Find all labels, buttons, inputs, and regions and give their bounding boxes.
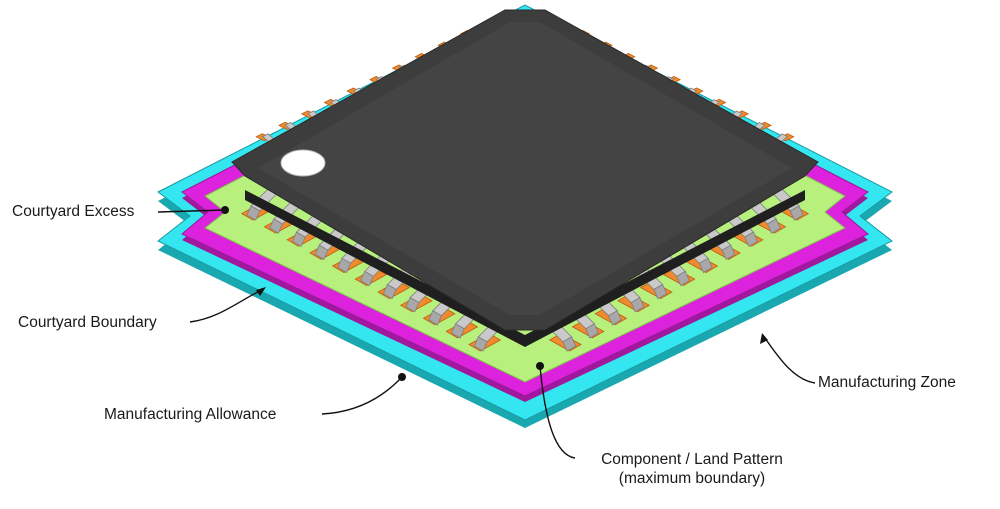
callout-line-courtyard-excess: [157, 209, 226, 213]
callout-arrow-courtyard-boundary: [256, 287, 266, 296]
component-lead-foot: [291, 231, 306, 247]
component-lead-foot: [314, 244, 329, 260]
component-lead-foot: [405, 297, 420, 313]
component-lead-foot: [382, 283, 397, 300]
component-lead-foot: [562, 336, 577, 352]
callout-dot-courtyard-excess: [221, 206, 229, 214]
component-lead-foot: [451, 323, 465, 339]
label-manufacturing-allowance: Manufacturing Allowance: [104, 406, 277, 423]
component-lead-foot: [630, 297, 645, 313]
component-lead-foot: [473, 336, 488, 352]
component-lead-foot: [653, 283, 668, 300]
pin1-marker-dot: [280, 149, 326, 177]
component-lead-foot: [721, 244, 736, 260]
callout-line-manufacturing-zone: [764, 337, 816, 384]
component-lead-foot: [744, 231, 759, 247]
callout-dot-land-pattern: [536, 362, 544, 370]
component-lead-foot: [767, 218, 781, 234]
component-lead-foot: [676, 270, 690, 287]
component-lead-foot: [269, 218, 283, 234]
callout-dot-manufacturing-allowance: [398, 373, 406, 381]
callout-arrow-manufacturing-zone: [760, 333, 768, 344]
callout-line-courtyard-boundary: [189, 289, 263, 323]
component-lead-foot: [337, 257, 352, 274]
label-land-pattern: Component / Land Pattern (maximum bounda…: [578, 450, 806, 488]
label-land-pattern-line1: Component / Land Pattern: [601, 451, 783, 468]
callout-markers: [221, 206, 768, 381]
component-lead-foot: [246, 205, 261, 221]
component-lead-foot: [585, 323, 599, 339]
component-lead-foot: [607, 310, 622, 326]
component-lead-foot: [789, 205, 804, 221]
callout-line-manufacturing-allowance: [321, 376, 403, 415]
component-lead-foot: [698, 257, 713, 274]
callouts: [157, 209, 816, 459]
component-lead-foot: [360, 270, 374, 287]
body-top-highlight: [258, 22, 792, 315]
label-manufacturing-zone: Manufacturing Zone: [818, 374, 956, 391]
component-lead-foot: [428, 310, 443, 326]
callout-line-land-pattern: [539, 365, 576, 459]
component-body: [231, 9, 819, 347]
label-land-pattern-line2: (maximum boundary): [618, 470, 766, 487]
label-courtyard-excess: Courtyard Excess: [12, 203, 135, 220]
label-courtyard-boundary: Courtyard Boundary: [18, 314, 157, 331]
